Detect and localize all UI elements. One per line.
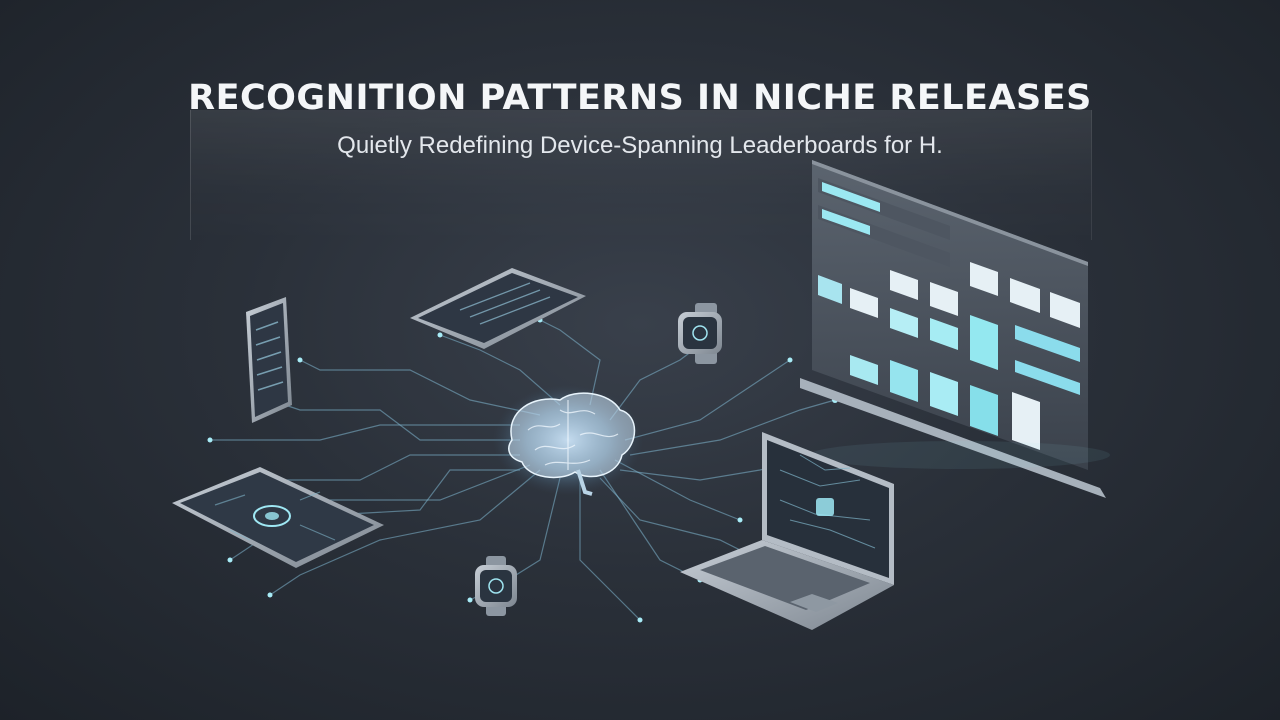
laptop-device <box>680 432 894 630</box>
brain-graphic <box>493 385 643 496</box>
tablet-top-device <box>410 268 586 349</box>
smartwatch-bottom-device <box>475 556 517 616</box>
smartphone-device <box>246 297 292 423</box>
leaderboard-panel <box>800 160 1110 498</box>
page-title: RECOGNITION PATTERNS IN NICHE RELEASES <box>188 78 1092 118</box>
tablet-bottom-device <box>172 467 384 568</box>
page-subtitle: Quietly Redefining Device-Spanning Leade… <box>337 132 943 159</box>
smartwatch-top-device <box>678 303 722 364</box>
